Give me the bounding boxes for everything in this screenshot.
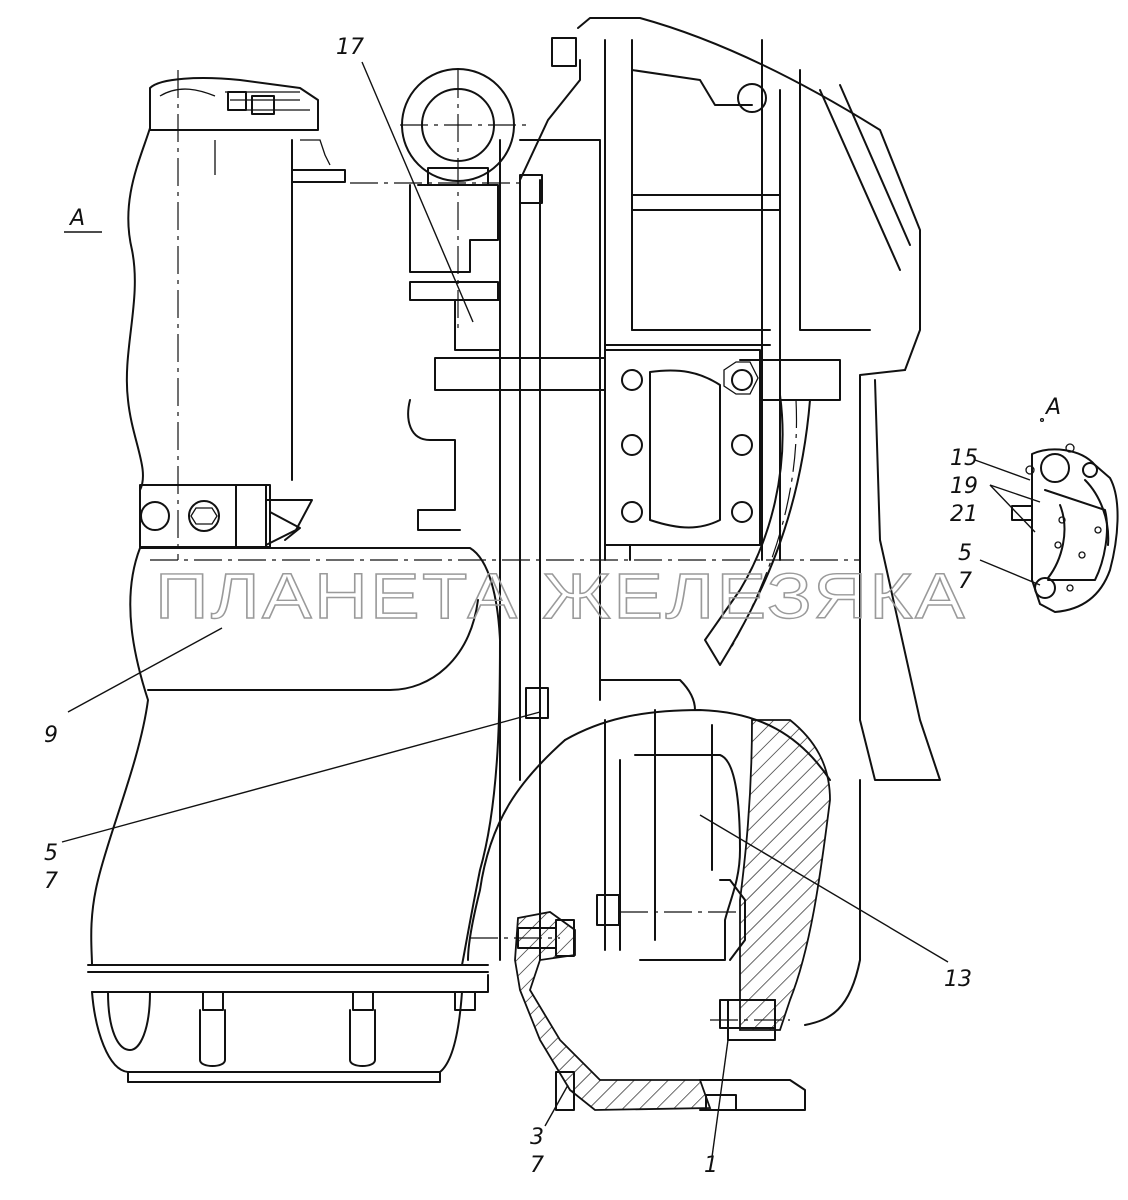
- filter-and-sump-assembly: [87, 77, 501, 1083]
- callout-5: 5: [44, 841, 58, 866]
- flywheel-housing: [499, 17, 941, 1026]
- cutaway-section: [467, 709, 831, 1111]
- leader-lines: [61, 61, 1041, 1158]
- callout-1: 1: [704, 1153, 718, 1178]
- center-lines: [150, 70, 860, 1021]
- view-label-text: А: [68, 206, 85, 231]
- watermark: ПЛАНЕТА ЖЕЛЕЗЯКА: [155, 560, 967, 632]
- view-label-a: А: [64, 206, 102, 233]
- callout-7-lower: 7: [530, 1153, 544, 1178]
- inset-callout-15: 15: [950, 446, 978, 471]
- callout-17: 17: [336, 35, 364, 60]
- callout-labels: 17 9 5 7 13 3 7 1: [44, 35, 972, 1178]
- lifting-eye-bracket: [401, 68, 606, 531]
- inset-callout-labels: А 15 19 21 5 7: [950, 395, 1061, 594]
- inset-callout-19: 19: [950, 474, 978, 499]
- inset-title: А: [1044, 395, 1061, 420]
- callout-3: 3: [530, 1125, 544, 1150]
- inset-callout-7: 7: [958, 569, 972, 594]
- inset-view-a: [1011, 417, 1119, 613]
- callout-7: 7: [44, 869, 58, 894]
- inset-callout-5: 5: [958, 541, 972, 566]
- inset-callout-21: 21: [950, 502, 978, 527]
- callout-9: 9: [44, 723, 58, 748]
- callout-13: 13: [944, 967, 972, 992]
